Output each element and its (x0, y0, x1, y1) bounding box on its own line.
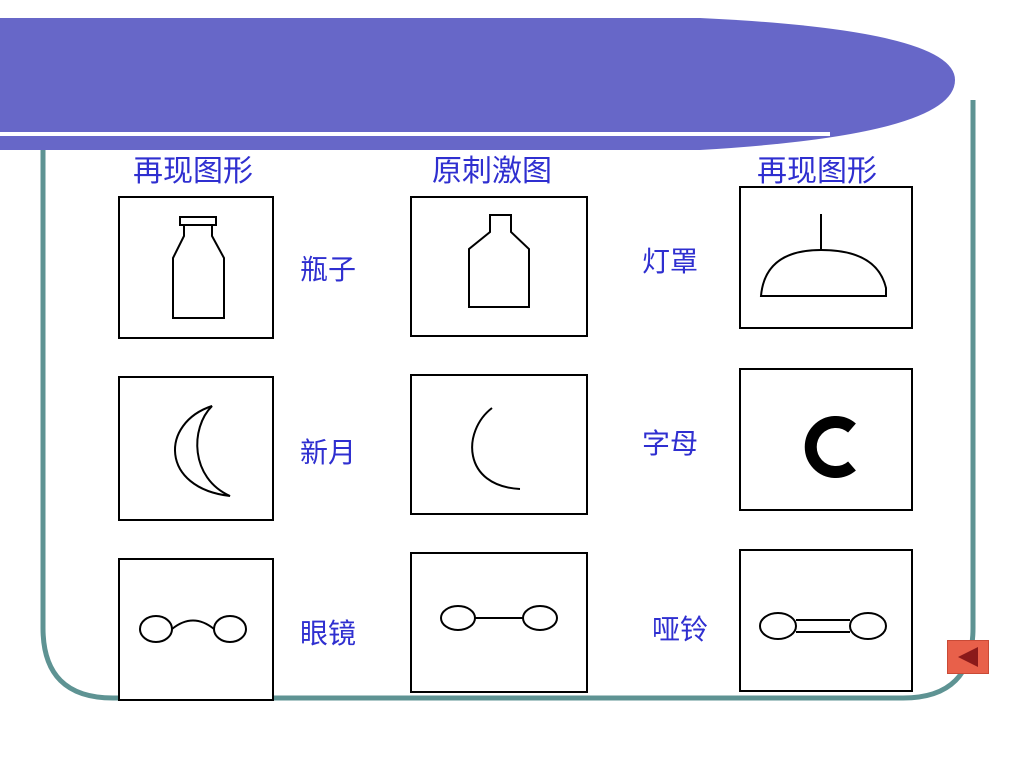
bottle-icon (172, 216, 225, 319)
box-flask (410, 196, 588, 337)
box-ovals-connected (410, 552, 588, 693)
letter-c-icon (804, 416, 856, 478)
label-eyeglasses: 眼镜 (300, 617, 357, 650)
heading-original-stimulus: 原刺激图 (432, 154, 552, 189)
arc-icon (471, 407, 521, 490)
label-bottle: 瓶子 (300, 253, 357, 286)
dumbbell-icon (759, 612, 887, 640)
box-bottle (118, 196, 274, 339)
triangle-left-icon (958, 647, 978, 667)
title-banner (0, 18, 955, 150)
heading-reproduced-left: 再现图形 (133, 154, 253, 189)
flask-icon (468, 214, 530, 308)
box-eyeglasses (118, 558, 274, 701)
ovals-connected-icon (440, 605, 558, 631)
eyeglasses-icon (139, 615, 247, 643)
label-dumbbell: 哑铃 (652, 613, 709, 646)
box-lampshade (739, 186, 913, 329)
box-dumbbell (739, 549, 913, 692)
box-crescent (118, 376, 274, 521)
heading-reproduced-right: 再现图形 (757, 154, 877, 189)
label-lampshade: 灯罩 (642, 245, 699, 278)
lampshade-icon (759, 214, 887, 297)
crescent-moon-icon (174, 405, 231, 497)
back-button[interactable] (947, 640, 989, 674)
box-letter-c (739, 368, 913, 511)
label-letter: 字母 (642, 427, 699, 460)
label-crescent: 新月 (300, 436, 357, 469)
box-arc (410, 374, 588, 515)
